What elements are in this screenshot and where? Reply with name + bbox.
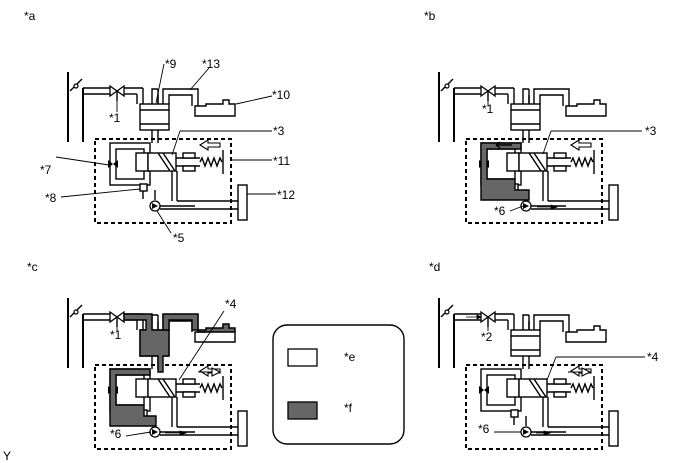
legend: *e *f <box>272 324 405 445</box>
marker-label: *1 <box>482 102 494 116</box>
marker-label: *6 <box>494 204 506 218</box>
marker-label: *7 <box>40 163 52 177</box>
panel-d-circuit <box>438 297 619 450</box>
legend-swatch-empty <box>287 348 318 367</box>
marker-label: *6 <box>478 422 490 436</box>
marker-label: *6 <box>110 427 122 441</box>
marker-label: *1 <box>110 328 122 342</box>
marker-label: *10 <box>272 88 290 102</box>
marker-label: *12 <box>277 188 295 202</box>
panel-label: *b <box>424 9 436 23</box>
marker-label: *4 <box>647 350 659 364</box>
legend-frame <box>272 324 405 445</box>
marker-label: *1 <box>109 111 121 125</box>
marker-label: *3 <box>273 124 285 138</box>
panel-d: *d *2 *4 *6 <box>429 260 659 450</box>
marker-label: *8 <box>45 191 57 205</box>
legend-marker-e: *e <box>344 350 356 364</box>
panel-c: *c *4 *1 *6 <box>27 260 248 450</box>
marker-label: *3 <box>645 124 657 138</box>
panel-label: *a <box>24 9 36 23</box>
marker-label: *4 <box>225 297 237 311</box>
marker-label: *2 <box>481 330 493 344</box>
marker-label: *13 <box>202 57 220 71</box>
corner-code: Y <box>3 449 11 463</box>
legend-marker-f: *f <box>344 401 353 415</box>
marker-label: *11 <box>273 154 290 168</box>
marker-label: *5 <box>173 231 185 245</box>
panel-label: *c <box>27 260 38 274</box>
panel-a: *a *9 *13 *10 *1 *3 *11 *7 *8 *12 *5 <box>24 9 295 245</box>
panel-c-circuit <box>67 297 248 450</box>
marker-label: *9 <box>165 57 177 71</box>
legend-swatch-filled <box>287 401 318 420</box>
panel-b: *b *1 *3 *6 <box>424 9 657 224</box>
panel-label: *d <box>429 260 440 274</box>
